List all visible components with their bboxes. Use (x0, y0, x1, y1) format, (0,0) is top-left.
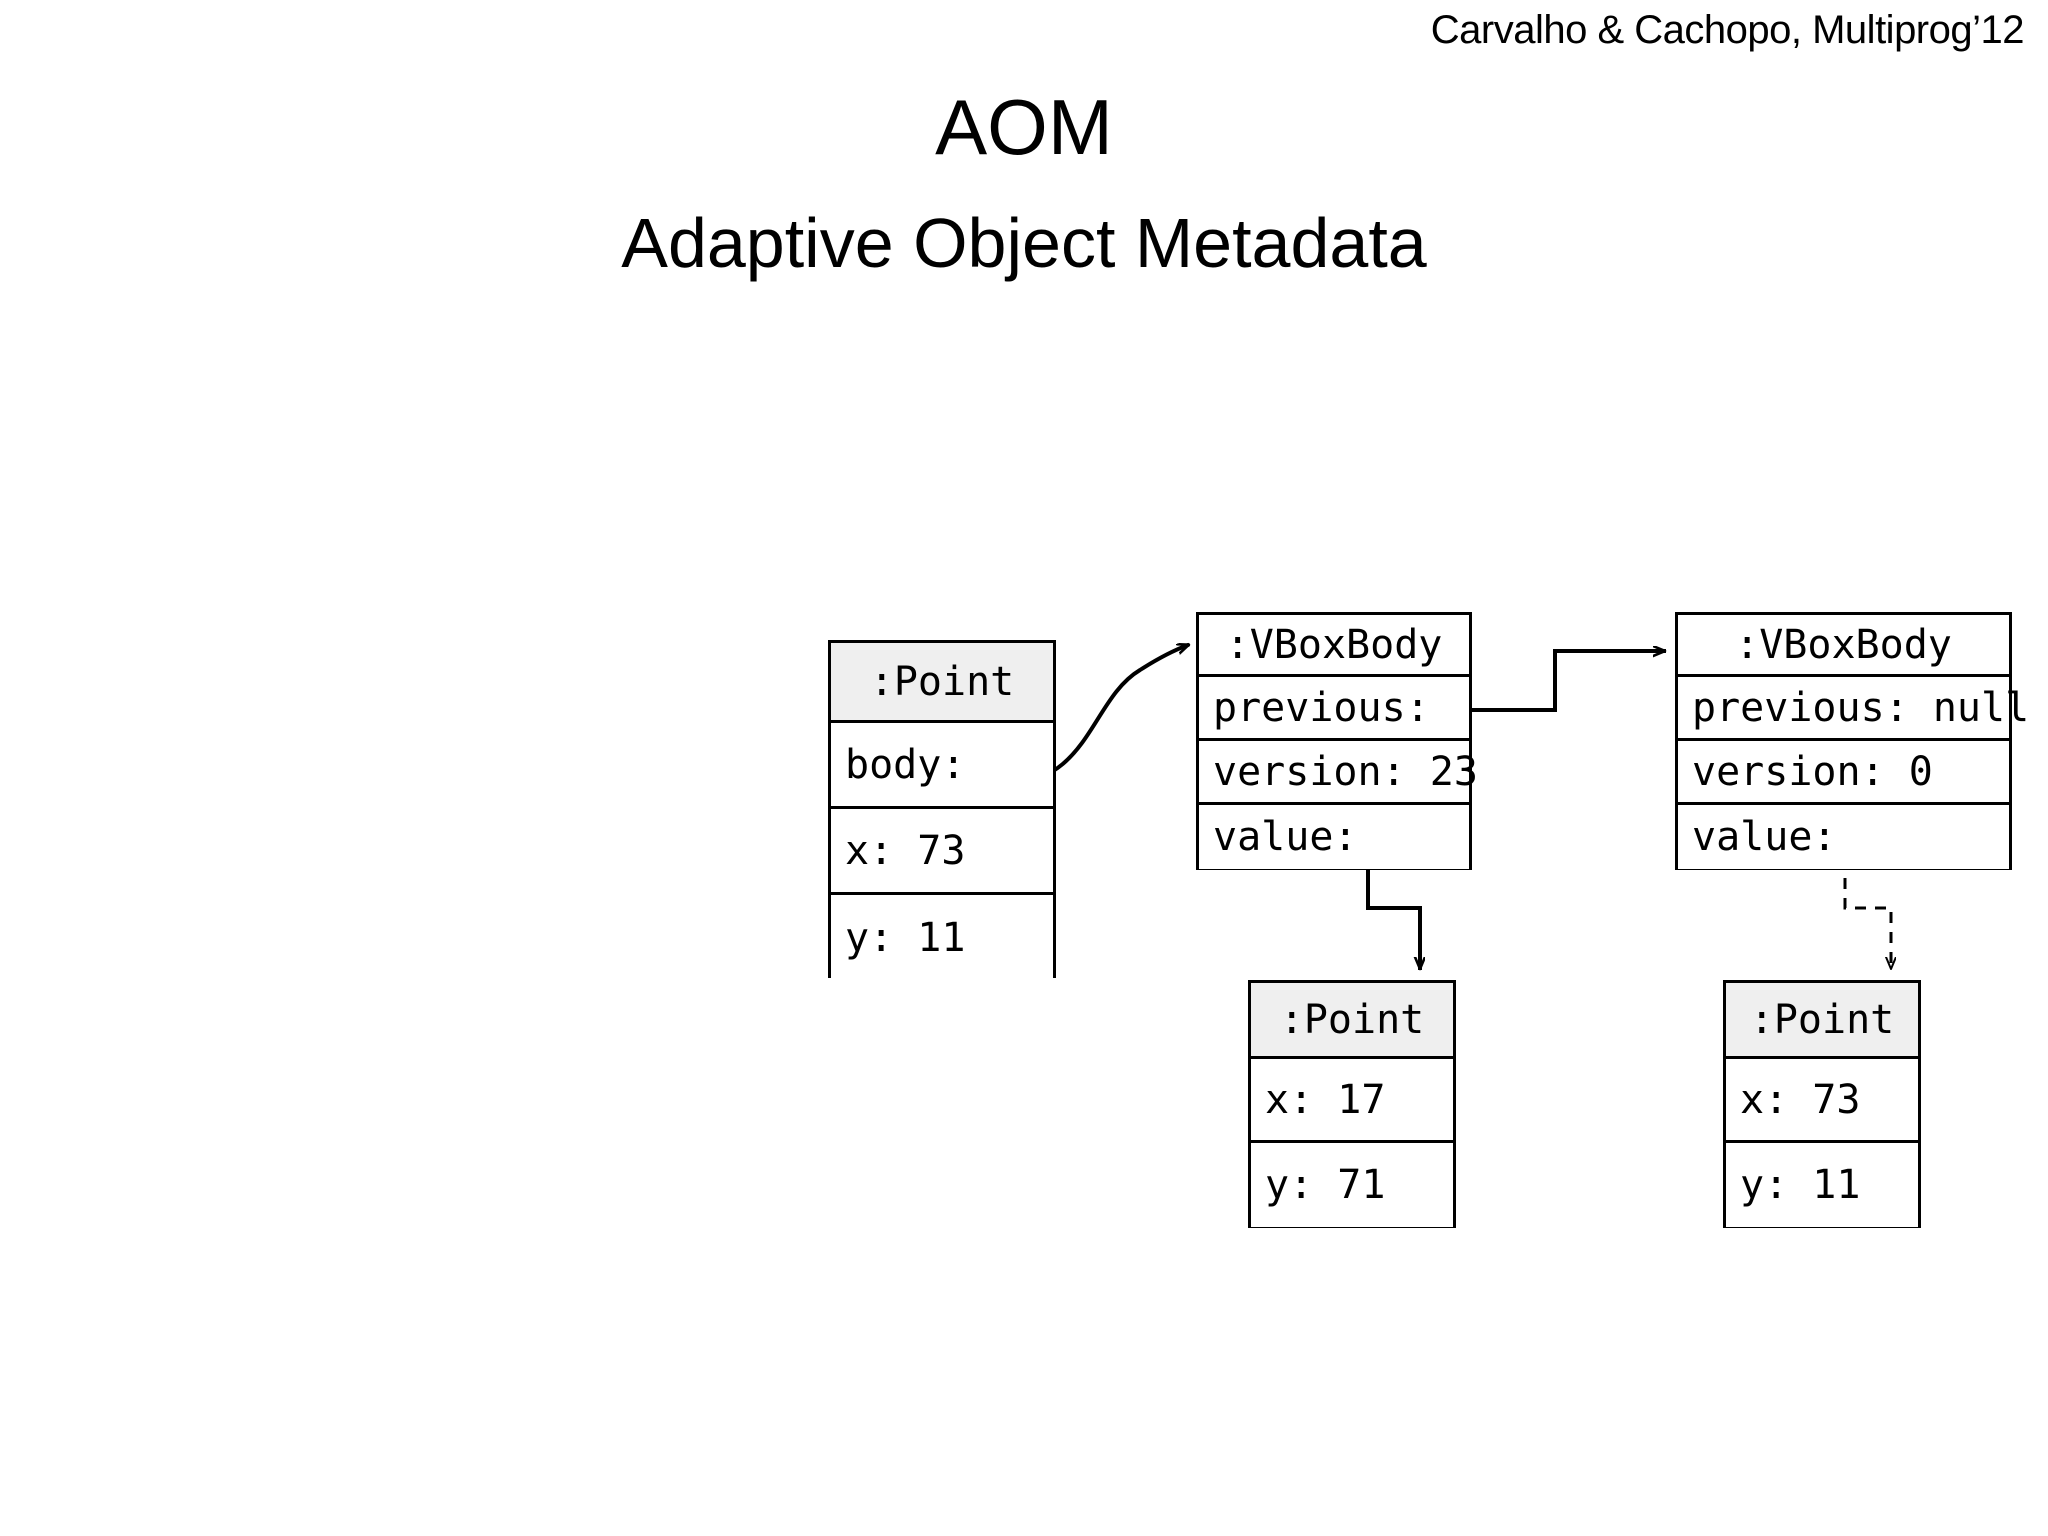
object-box-header: :Point (1251, 983, 1453, 1059)
object-box-header: :VBoxBody (1678, 615, 2009, 677)
object-field-version: version: 23 (1199, 741, 1478, 805)
object-field-y: y: 11 (831, 895, 1053, 981)
object-field-x: x: 17 (1251, 1059, 1453, 1143)
object-box-header: :Point (831, 643, 1053, 723)
object-box-vboxbody-oldest[interactable]: :VBoxBody previous: null version: 0 valu… (1675, 612, 2029, 870)
object-box-point-main[interactable]: :Point body: x: 73 y: 11 (828, 640, 1056, 981)
object-field-x: x: 73 (1726, 1059, 1918, 1143)
attribution-text: Carvalho & Cachopo, Multiprog’12 (1430, 8, 2025, 52)
object-field-y: y: 71 (1251, 1143, 1453, 1227)
object-field-y: y: 11 (1726, 1143, 1918, 1227)
object-box-header: :Point (1726, 983, 1918, 1059)
object-field-value: value: (1678, 805, 2009, 869)
page-title: AOM (935, 83, 1113, 171)
page-subtitle: Adaptive Object Metadata (621, 204, 1427, 282)
object-field-previous: previous: null (1678, 677, 2029, 741)
object-field-version: version: 0 (1678, 741, 2009, 805)
object-field-body: body: (831, 723, 1053, 809)
object-box-vboxbody-current[interactable]: :VBoxBody previous: version: 23 value: (1196, 612, 1478, 870)
object-box-header: :VBoxBody (1199, 615, 1469, 677)
object-field-value: value: (1199, 805, 1469, 869)
object-field-previous: previous: (1199, 677, 1469, 741)
object-field-x: x: 73 (831, 809, 1053, 895)
object-box-point-value-oldest[interactable]: :Point x: 73 y: 11 (1723, 980, 1921, 1228)
object-box-point-value-current[interactable]: :Point x: 17 y: 71 (1248, 980, 1456, 1228)
